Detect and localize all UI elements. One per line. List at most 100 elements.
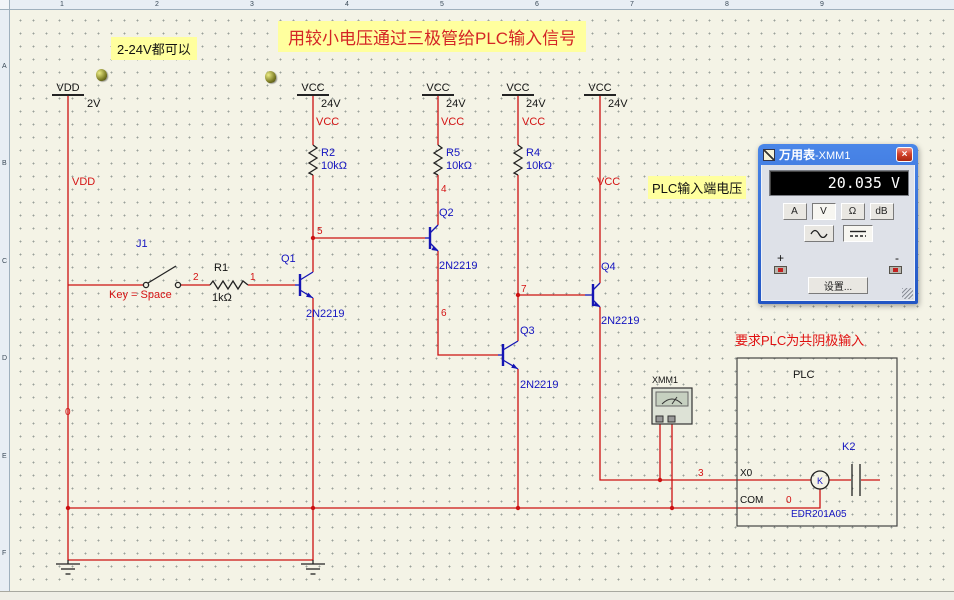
dc-line-icon [849,230,866,237]
multimeter-window: 万用表-XMM1 × 20.035 V A V Ω dB + - [758,144,918,304]
sine-wave-icon [809,229,828,238]
title-banner: 用较小电压通过三极管给PLC输入信号 [278,21,587,52]
switch-j1[interactable] [142,265,182,289]
multimeter-titlebar[interactable]: 万用表-XMM1 × [761,144,915,165]
plc-x0-label: X0 [740,468,753,479]
j1-ref: J1 [136,238,148,250]
ruler-label: 8 [725,0,729,8]
relay-coil-letter: K [817,476,823,486]
minus-terminal-pad [889,266,902,274]
transistor-q3[interactable] [498,340,519,370]
wires[interactable] [67,95,880,561]
ruler-label: C [2,258,8,265]
r5-value: 10kΩ [446,160,472,172]
xmm1-ref: XMM1 [652,375,678,385]
net-number: 0 [65,407,71,418]
r4-ref: R4 [526,147,540,159]
ampere-button[interactable]: A [782,203,807,220]
net-number: 1 [250,272,256,283]
resize-grip[interactable] [902,288,913,299]
plc-box[interactable] [736,357,898,527]
ruler-label: 6 [535,0,539,8]
resistor-r2[interactable] [307,144,319,176]
multimeter-window-title: 万用表-XMM1 [779,148,851,162]
r2-value: 10kΩ [321,160,347,172]
resistor-r4[interactable] [512,144,524,176]
q2-value: 2N2219 [439,260,478,272]
q1-value: 2N2219 [306,308,345,320]
ruler-label: F [2,550,7,557]
net-number: 0 [786,495,792,506]
transistor-q2[interactable] [425,224,439,252]
net-name-vcc: VCC [316,116,339,128]
vcc-value: 24V [526,98,546,110]
multimeter-display: 20.035 V [769,170,909,196]
horizontal-scrollbar[interactable] [0,591,954,600]
r4-value: 10kΩ [526,160,552,172]
plus-terminal-label: + [777,251,785,265]
resistor-r5[interactable] [432,144,444,176]
ruler-label: 5 [440,0,444,8]
transistor-q4[interactable] [585,282,601,308]
k2-ref: K2 [842,441,855,453]
q4-ref: Q4 [601,261,616,273]
ruler-label: 2 [155,0,159,8]
ruler-top: 1 2 3 4 5 6 7 8 9 [10,0,954,10]
ruler-corner [0,0,10,10]
ac-button[interactable] [803,225,834,242]
vcc-value: 24V [608,98,628,110]
q3-ref: Q3 [520,325,535,337]
plc-title: PLC [793,369,814,381]
net-number: 3 [698,468,704,479]
note-plc-input-voltage: PLC输入端电压 [648,176,747,199]
plus-terminal-pad [774,266,787,274]
r1-ref: R1 [214,262,228,274]
ground-symbol[interactable] [301,560,325,575]
close-icon[interactable]: × [896,147,913,162]
q4-value: 2N2219 [601,315,640,327]
ruler-label: E [2,453,7,460]
resistor-r1[interactable] [209,279,249,291]
vcc-value: 24V [446,98,466,110]
db-button[interactable]: dB [869,203,894,220]
ohm-button[interactable]: Ω [840,203,865,220]
vcc-value: 24V [321,98,341,110]
vcc-label: VCC [506,82,529,94]
ruler-label: 9 [820,0,824,8]
vcc-label: VCC [301,82,324,94]
vcc-label: VCC [426,82,449,94]
k2-value: EDR201A05 [791,509,847,520]
dc-button[interactable] [842,225,873,242]
volt-button[interactable]: V [811,203,836,220]
net-number: 5 [317,226,323,237]
q3-value: 2N2219 [520,379,559,391]
j1-key-note: Key = Space [109,289,172,301]
net-number: 2 [193,272,199,283]
ruler-label: 3 [250,0,254,8]
transistor-q1[interactable] [295,271,314,299]
relay-k2[interactable] [810,464,861,496]
net-name-vcc: VCC [522,116,545,128]
ruler-label: A [2,63,7,70]
multimeter-instrument-icon[interactable] [651,387,693,425]
note-voltage-range: 2-24V都可以 [111,37,197,60]
net-name-vcc: VCC [597,176,620,188]
r5-ref: R5 [446,147,460,159]
r1-value: 1kΩ [212,292,232,304]
net-number: 6 [441,308,447,319]
settings-button[interactable]: 设置... [808,277,868,294]
multimeter-body: 20.035 V A V Ω dB + - 设置... [761,165,915,301]
r2-ref: R2 [321,147,335,159]
plc-com-label: COM [740,495,763,506]
minus-terminal-label: - [895,251,899,265]
multimeter-icon [763,148,775,161]
vcc-label: VCC [588,82,611,94]
ground-symbol[interactable] [56,560,80,575]
net-number: 7 [521,284,527,295]
q1-ref: Q1 [281,253,296,265]
net-name-vcc: VCC [441,116,464,128]
junction-dots [65,235,675,511]
note-plc-requirement: 要求PLC为共阴极输入 [735,333,865,348]
ruler-label: D [2,355,8,362]
